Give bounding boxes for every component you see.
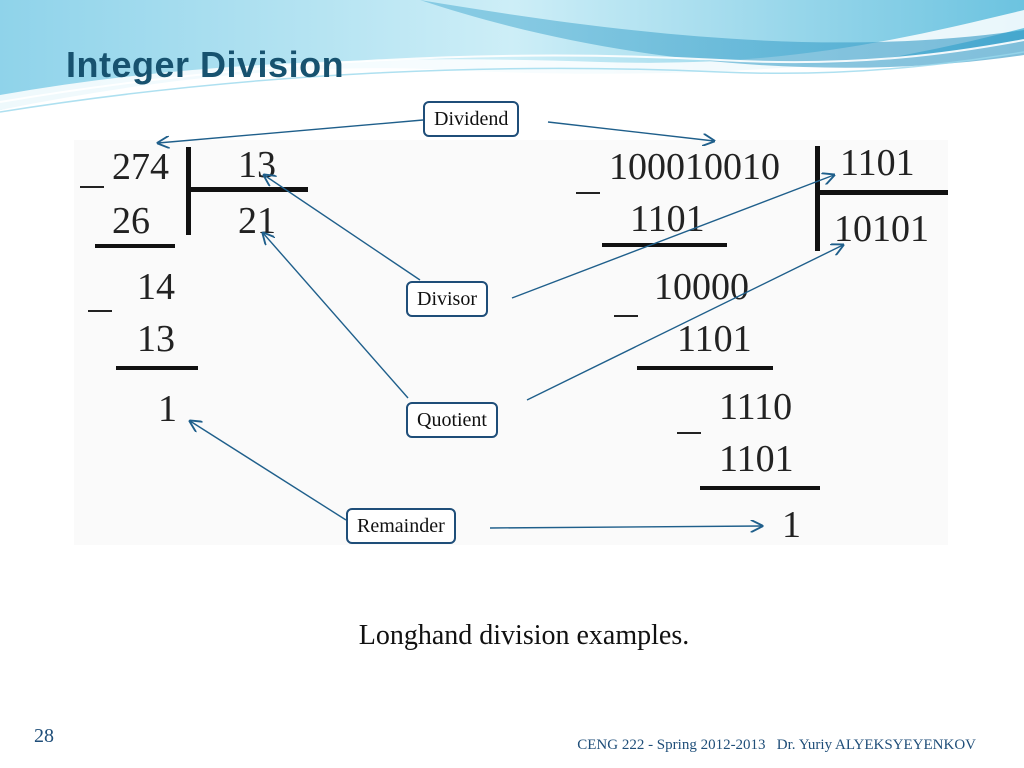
underline xyxy=(637,366,773,370)
division-bracket-horizontal xyxy=(815,190,948,195)
header-wave-decoration xyxy=(0,0,1024,113)
binary-step2-subtrahend: 1101 xyxy=(677,318,752,360)
division-bracket-horizontal xyxy=(186,187,308,192)
binary-step2-partial: 10000 xyxy=(654,266,749,308)
slide-caption: Longhand division examples. xyxy=(358,620,690,651)
slide-footer: CENG 222 - Spring 2012-2013 Dr. Yuriy AL… xyxy=(577,737,976,753)
slide-title: Integer Division xyxy=(66,44,345,85)
divisor-label: Divisor xyxy=(406,281,488,317)
dividend-label: Dividend xyxy=(423,101,520,137)
quotient-label: Quotient xyxy=(406,402,498,438)
decimal-step2-partial: 14 xyxy=(137,266,175,308)
minus-sign xyxy=(88,310,112,312)
remainder-label: Remainder xyxy=(346,508,456,544)
binary-dividend: 100010010 xyxy=(609,146,780,188)
minus-sign xyxy=(677,432,701,434)
underline xyxy=(602,243,727,247)
minus-sign xyxy=(576,192,600,194)
page-number: 28 xyxy=(34,725,54,747)
underline xyxy=(116,366,198,370)
decimal-dividend: 274 xyxy=(112,146,169,188)
binary-step3-partial: 1110 xyxy=(719,386,793,428)
minus-sign xyxy=(80,186,104,188)
division-bracket-vertical xyxy=(815,146,820,251)
underline xyxy=(95,244,175,248)
binary-step1-subtrahend: 1101 xyxy=(630,198,705,240)
binary-step3-subtrahend: 1101 xyxy=(719,438,794,480)
decimal-remainder: 1 xyxy=(158,388,177,430)
minus-sign xyxy=(614,315,638,317)
decimal-divisor: 13 xyxy=(238,144,276,186)
binary-quotient: 10101 xyxy=(834,208,929,250)
underline xyxy=(700,486,820,490)
decimal-step2-subtrahend: 13 xyxy=(137,318,175,360)
binary-remainder: 1 xyxy=(782,504,801,546)
binary-divisor: 1101 xyxy=(840,142,915,184)
decimal-step1-subtrahend: 26 xyxy=(112,200,150,242)
decimal-quotient: 21 xyxy=(238,200,276,242)
